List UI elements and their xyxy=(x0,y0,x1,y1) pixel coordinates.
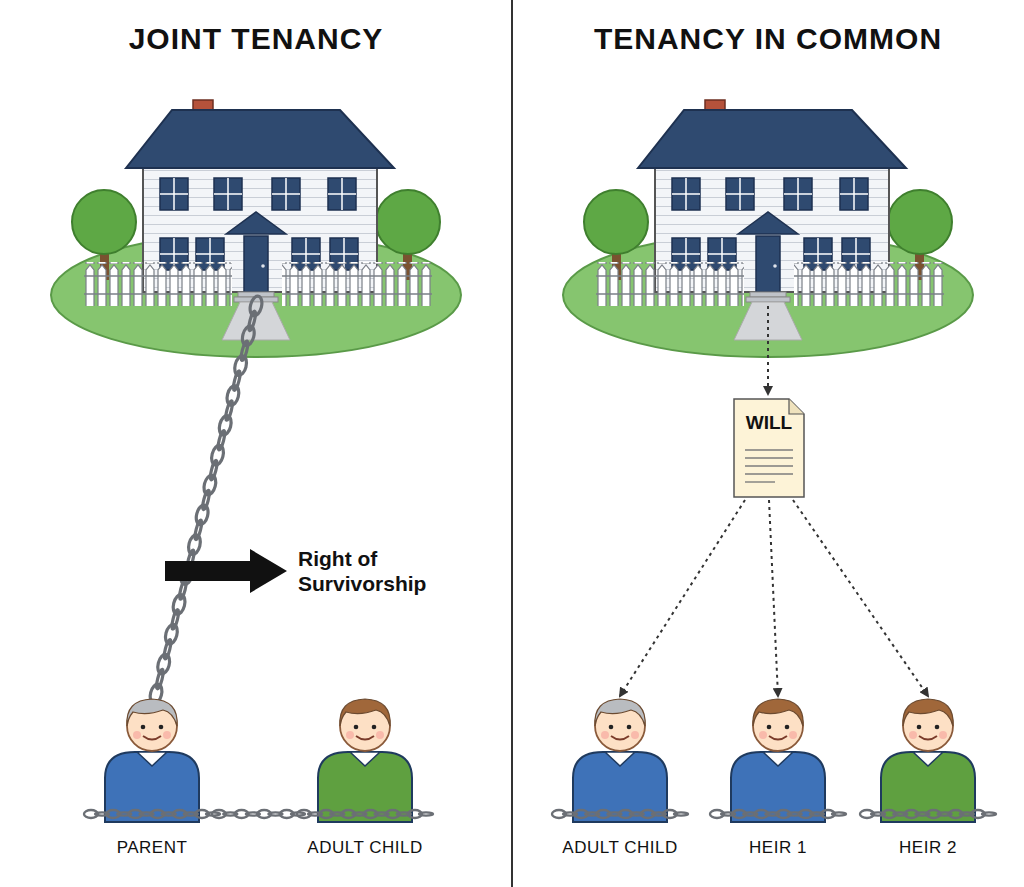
house-will-arrow xyxy=(767,306,769,394)
chain-connector xyxy=(212,810,305,818)
chain-link xyxy=(419,812,433,815)
figure-eye xyxy=(141,725,146,730)
dotted-arrow xyxy=(769,500,778,696)
panel-heading: TENANCY IN COMMON xyxy=(568,22,968,56)
figure-eye xyxy=(785,725,790,730)
figure-smile xyxy=(143,736,161,740)
figure-hair xyxy=(753,699,803,726)
hand-chain xyxy=(552,810,688,818)
hand-chain xyxy=(297,810,433,818)
document-sheet xyxy=(734,399,804,497)
figure-smile xyxy=(356,736,374,740)
figure-smile xyxy=(919,736,937,740)
figure-body xyxy=(105,752,199,822)
figure-eye xyxy=(917,725,922,730)
figure-cheek xyxy=(601,731,609,739)
person-label: ADULT CHILD xyxy=(545,838,695,858)
figure-eye xyxy=(159,725,164,730)
figure-cheek xyxy=(346,731,354,739)
arrow-label: Right of Survivorship xyxy=(298,546,438,596)
figure-body xyxy=(881,752,975,822)
figure-cheek xyxy=(376,731,384,739)
figure-eye xyxy=(767,725,772,730)
divider xyxy=(511,0,513,887)
house-right xyxy=(563,100,973,357)
figure-collar xyxy=(913,752,943,766)
chain-link xyxy=(674,812,688,815)
document-fold xyxy=(789,399,804,414)
figure-hair xyxy=(340,699,390,726)
figure-collar xyxy=(763,752,793,766)
hand-chain xyxy=(860,810,996,818)
figure-cheek xyxy=(133,731,141,739)
hand-chain xyxy=(84,810,220,818)
person-figure: HEIR 2 xyxy=(853,690,1003,870)
person-figure: ADULT CHILD xyxy=(545,690,695,870)
figure-collar xyxy=(350,752,380,766)
chain-link xyxy=(982,812,996,815)
figure-collar xyxy=(605,752,635,766)
person-figure: ADULT CHILD xyxy=(290,690,440,870)
chain-link xyxy=(832,812,846,815)
document-line xyxy=(745,473,793,474)
house-chain xyxy=(148,295,264,705)
person-figure: PARENT xyxy=(77,690,227,870)
panel-heading: JOINT TENANCY xyxy=(56,22,456,56)
figure-smile xyxy=(769,736,787,740)
figure-body xyxy=(318,752,412,822)
figure-eye xyxy=(609,725,614,730)
person-label: HEIR 1 xyxy=(703,838,853,858)
figure-cheek xyxy=(163,731,171,739)
survivorship-arrow xyxy=(165,549,287,593)
dotted-arrow xyxy=(793,500,928,696)
figure-cheek xyxy=(631,731,639,739)
document-line xyxy=(745,481,775,482)
chain-link xyxy=(206,812,220,815)
figure-smile xyxy=(611,736,629,740)
person-label: PARENT xyxy=(77,838,227,858)
figure-eye xyxy=(372,725,377,730)
document-title: WILL xyxy=(733,398,805,434)
person-label: HEIR 2 xyxy=(853,838,1003,858)
dotted-arrow xyxy=(620,500,745,696)
figure-cheek xyxy=(789,731,797,739)
house-left xyxy=(51,100,461,357)
document-line xyxy=(745,449,793,450)
figure-collar xyxy=(137,752,167,766)
document-line xyxy=(745,465,793,466)
figure-hair xyxy=(595,699,645,726)
hand-chain xyxy=(710,810,846,818)
figure-body xyxy=(731,752,825,822)
figure-cheek xyxy=(939,731,947,739)
figure-eye xyxy=(627,725,632,730)
document-line xyxy=(745,457,793,458)
figure-hair xyxy=(903,699,953,726)
figure-cheek xyxy=(909,731,917,739)
figure-hair xyxy=(127,699,177,726)
person-figure: HEIR 1 xyxy=(703,690,853,870)
figure-body xyxy=(573,752,667,822)
person-label: ADULT CHILD xyxy=(290,838,440,858)
will-document: WILL xyxy=(733,398,805,498)
figure-cheek xyxy=(759,731,767,739)
figure-eye xyxy=(935,725,940,730)
figure-eye xyxy=(354,725,359,730)
